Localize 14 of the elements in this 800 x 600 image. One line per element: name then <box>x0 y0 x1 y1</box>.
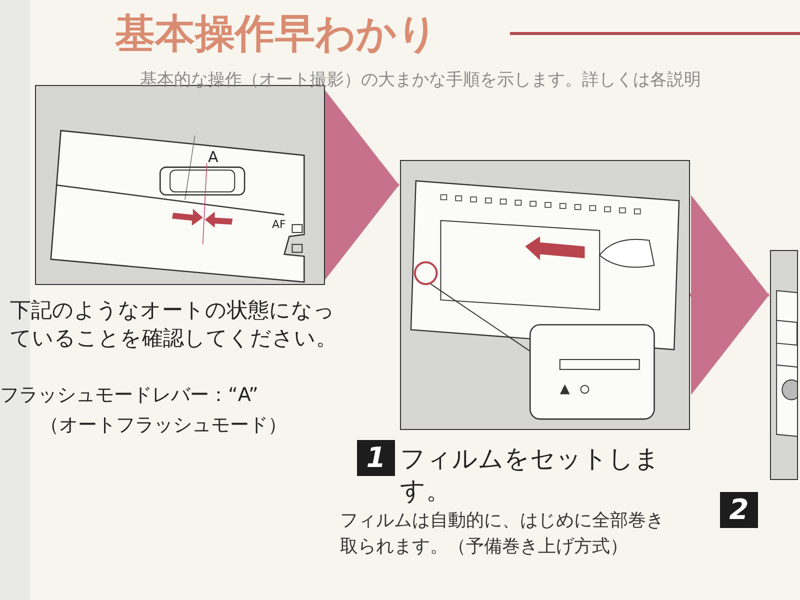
subtitle: 基本的な操作（オート撮影）の大まかな手順を示します。詳しくは各説明 <box>140 69 701 91</box>
illustration-panel <box>400 160 690 430</box>
instruction-text: 下記のようなオートの状態になっていることを確認してください。 <box>10 297 338 352</box>
lever-label: A <box>208 148 218 166</box>
step-heading: フィルムをセットします。 <box>400 443 661 507</box>
step-number: 2 <box>720 492 758 528</box>
title: 基本操作早わかり <box>115 10 438 59</box>
chevron-arrow <box>690 195 769 395</box>
step-number: 1 <box>357 440 395 476</box>
setting-text: フラッシュモードレバー：“A” <box>0 383 258 408</box>
setting-note: （オートフラッシュモード） <box>40 413 287 438</box>
illustration-panel <box>770 250 798 480</box>
step-description: フィルムは自動的に、はじめに全部巻き取られます。（予備巻き上げ方式） <box>340 509 665 559</box>
mode-label: AF <box>272 218 286 231</box>
